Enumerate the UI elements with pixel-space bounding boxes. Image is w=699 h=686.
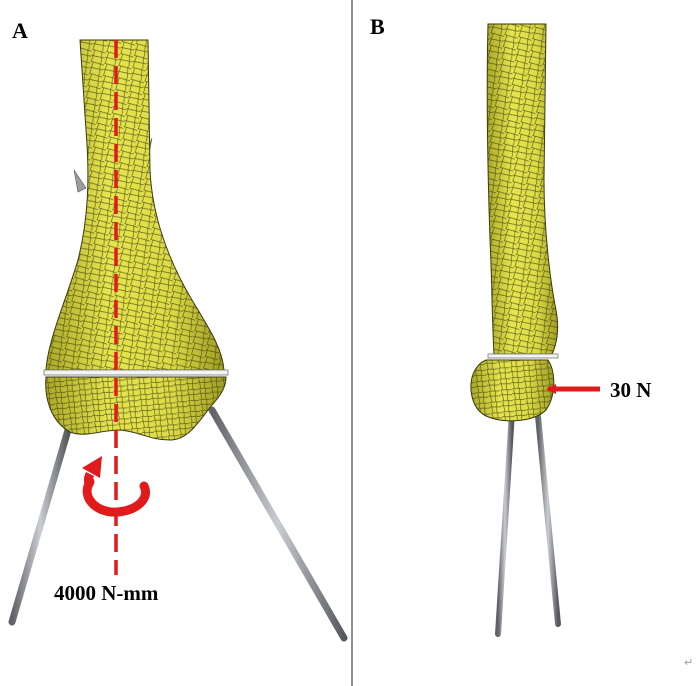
panel-a: A 4000 N-mm	[8, 18, 348, 642]
osteotomy-gap-b	[487, 353, 559, 359]
pin-left-b	[495, 409, 515, 637]
torque-arrow-icon	[82, 456, 150, 517]
corner-mark: ↵	[684, 656, 693, 669]
panel-b: B 30 N	[370, 14, 651, 637]
osteotomy-gap-a	[43, 369, 229, 376]
panel-label-b: B	[370, 14, 385, 39]
distal-humerus-b	[470, 23, 559, 422]
panel-label-a: A	[12, 18, 28, 43]
distal-humerus-a	[43, 39, 229, 441]
pin-right-a	[208, 406, 348, 642]
pin-left-a	[8, 426, 72, 626]
pin-right-b	[535, 413, 561, 627]
force-label: 30 N	[610, 378, 651, 402]
torque-label: 4000 N-mm	[54, 581, 159, 605]
wire-tip-a-2	[73, 169, 87, 193]
